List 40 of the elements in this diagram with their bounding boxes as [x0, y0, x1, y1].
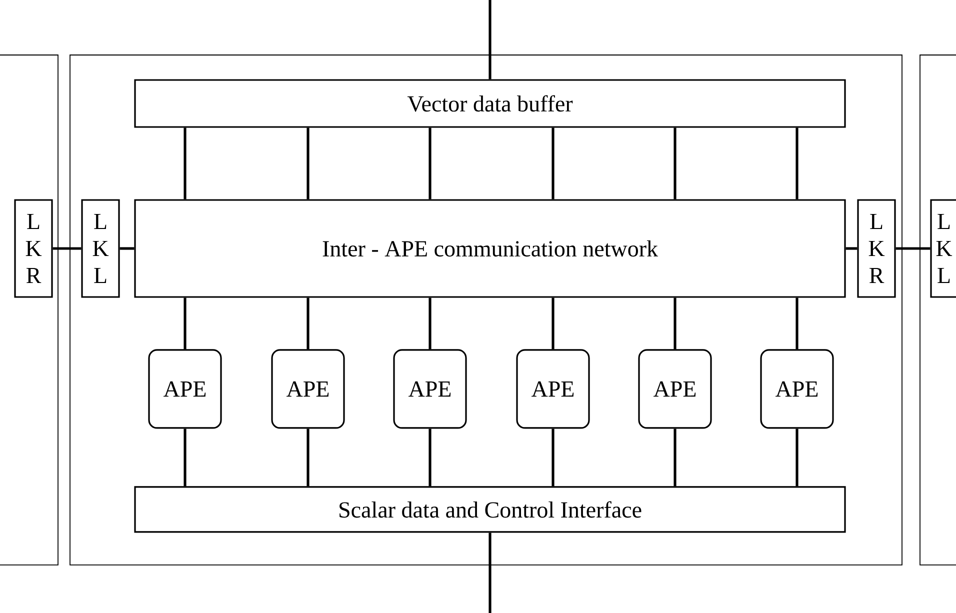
connector-line — [674, 428, 676, 486]
connector-line — [120, 247, 134, 250]
connector-line — [488, 0, 492, 80]
connector-line — [428, 128, 432, 200]
connector-line — [674, 128, 676, 200]
connector-line — [184, 298, 186, 350]
connector-line — [306, 428, 310, 486]
connector-line — [796, 298, 798, 350]
ape-box: APE — [271, 349, 345, 429]
ape-box: APE — [516, 349, 590, 429]
link-box: L K L — [930, 199, 956, 298]
link-box: L K R — [14, 199, 53, 298]
link-box: L K L — [81, 199, 120, 298]
ape-box: APE — [148, 349, 222, 429]
ape-box: APE — [638, 349, 712, 429]
connector-line — [488, 532, 492, 613]
process-box: Vector data buffer — [134, 79, 846, 128]
connector-line — [896, 247, 930, 250]
connector-line — [674, 298, 676, 350]
link-box: L K R — [857, 199, 896, 298]
connector-line — [184, 128, 186, 200]
connector-line — [428, 298, 432, 350]
connector-line — [306, 298, 310, 350]
connector-line — [796, 428, 798, 486]
connector-line — [552, 428, 554, 486]
connector-line — [52, 247, 82, 250]
connector-line — [552, 298, 554, 350]
connector-line — [552, 128, 554, 200]
ape-box: APE — [393, 349, 467, 429]
board-frame — [0, 54, 58, 566]
ape-box: APE — [760, 349, 834, 429]
connector-line — [846, 247, 858, 250]
process-box: Scalar data and Control Interface — [134, 486, 846, 533]
connector-line — [184, 428, 186, 486]
connector-line — [306, 128, 310, 200]
connector-line — [796, 128, 798, 200]
board-frame — [920, 54, 956, 566]
connector-line — [428, 428, 432, 486]
board-frame — [70, 54, 902, 566]
process-box: Inter - APE communication network — [134, 199, 846, 298]
